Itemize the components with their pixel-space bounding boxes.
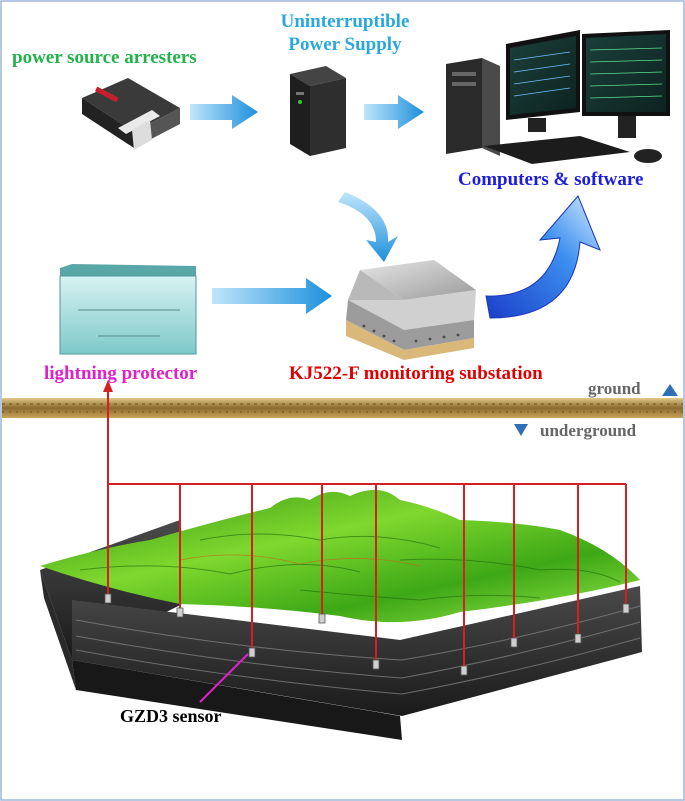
monitoring-substation-icon [346,260,476,360]
computer-workstation-icon [446,30,670,164]
label-ups-line1: Uninterruptible [280,11,410,32]
underground-down-triangle-icon [514,424,528,436]
label-gzd3-sensor: GZD3 sensor [120,706,222,726]
label-ups-line2: Power Supply [288,34,402,55]
power-arrester-device-icon [82,78,180,150]
label-computers-software: Computers & software [458,169,644,190]
lightning-protector-box-icon [59,264,197,355]
terrain-block [40,489,642,740]
cable-arrow-head-icon [103,380,113,392]
ground-up-triangle-icon [662,384,678,396]
label-ups: Uninterruptible Power Supply [255,10,435,56]
arrow-protector-to-substation [212,278,332,314]
sensor-icon [104,593,630,676]
label-power-source-arresters: power source arresters [12,47,197,68]
label-ground: ground [588,379,641,398]
label-lightning-protector: lightning protector [44,363,198,384]
sensor-cable-network [107,390,627,668]
label-monitoring-substation: KJ522-F monitoring substation [289,363,543,384]
ground-surface-strip [2,398,683,418]
label-underground: underground [540,421,637,440]
arrow-ups-to-computers [364,95,424,129]
ups-tower-icon [290,66,346,156]
arrow-substation-to-computers [485,195,601,319]
sensor-pointer-line [199,653,249,703]
arrow-ups-to-substation [338,192,398,262]
arrow-arrester-to-ups [190,95,258,129]
